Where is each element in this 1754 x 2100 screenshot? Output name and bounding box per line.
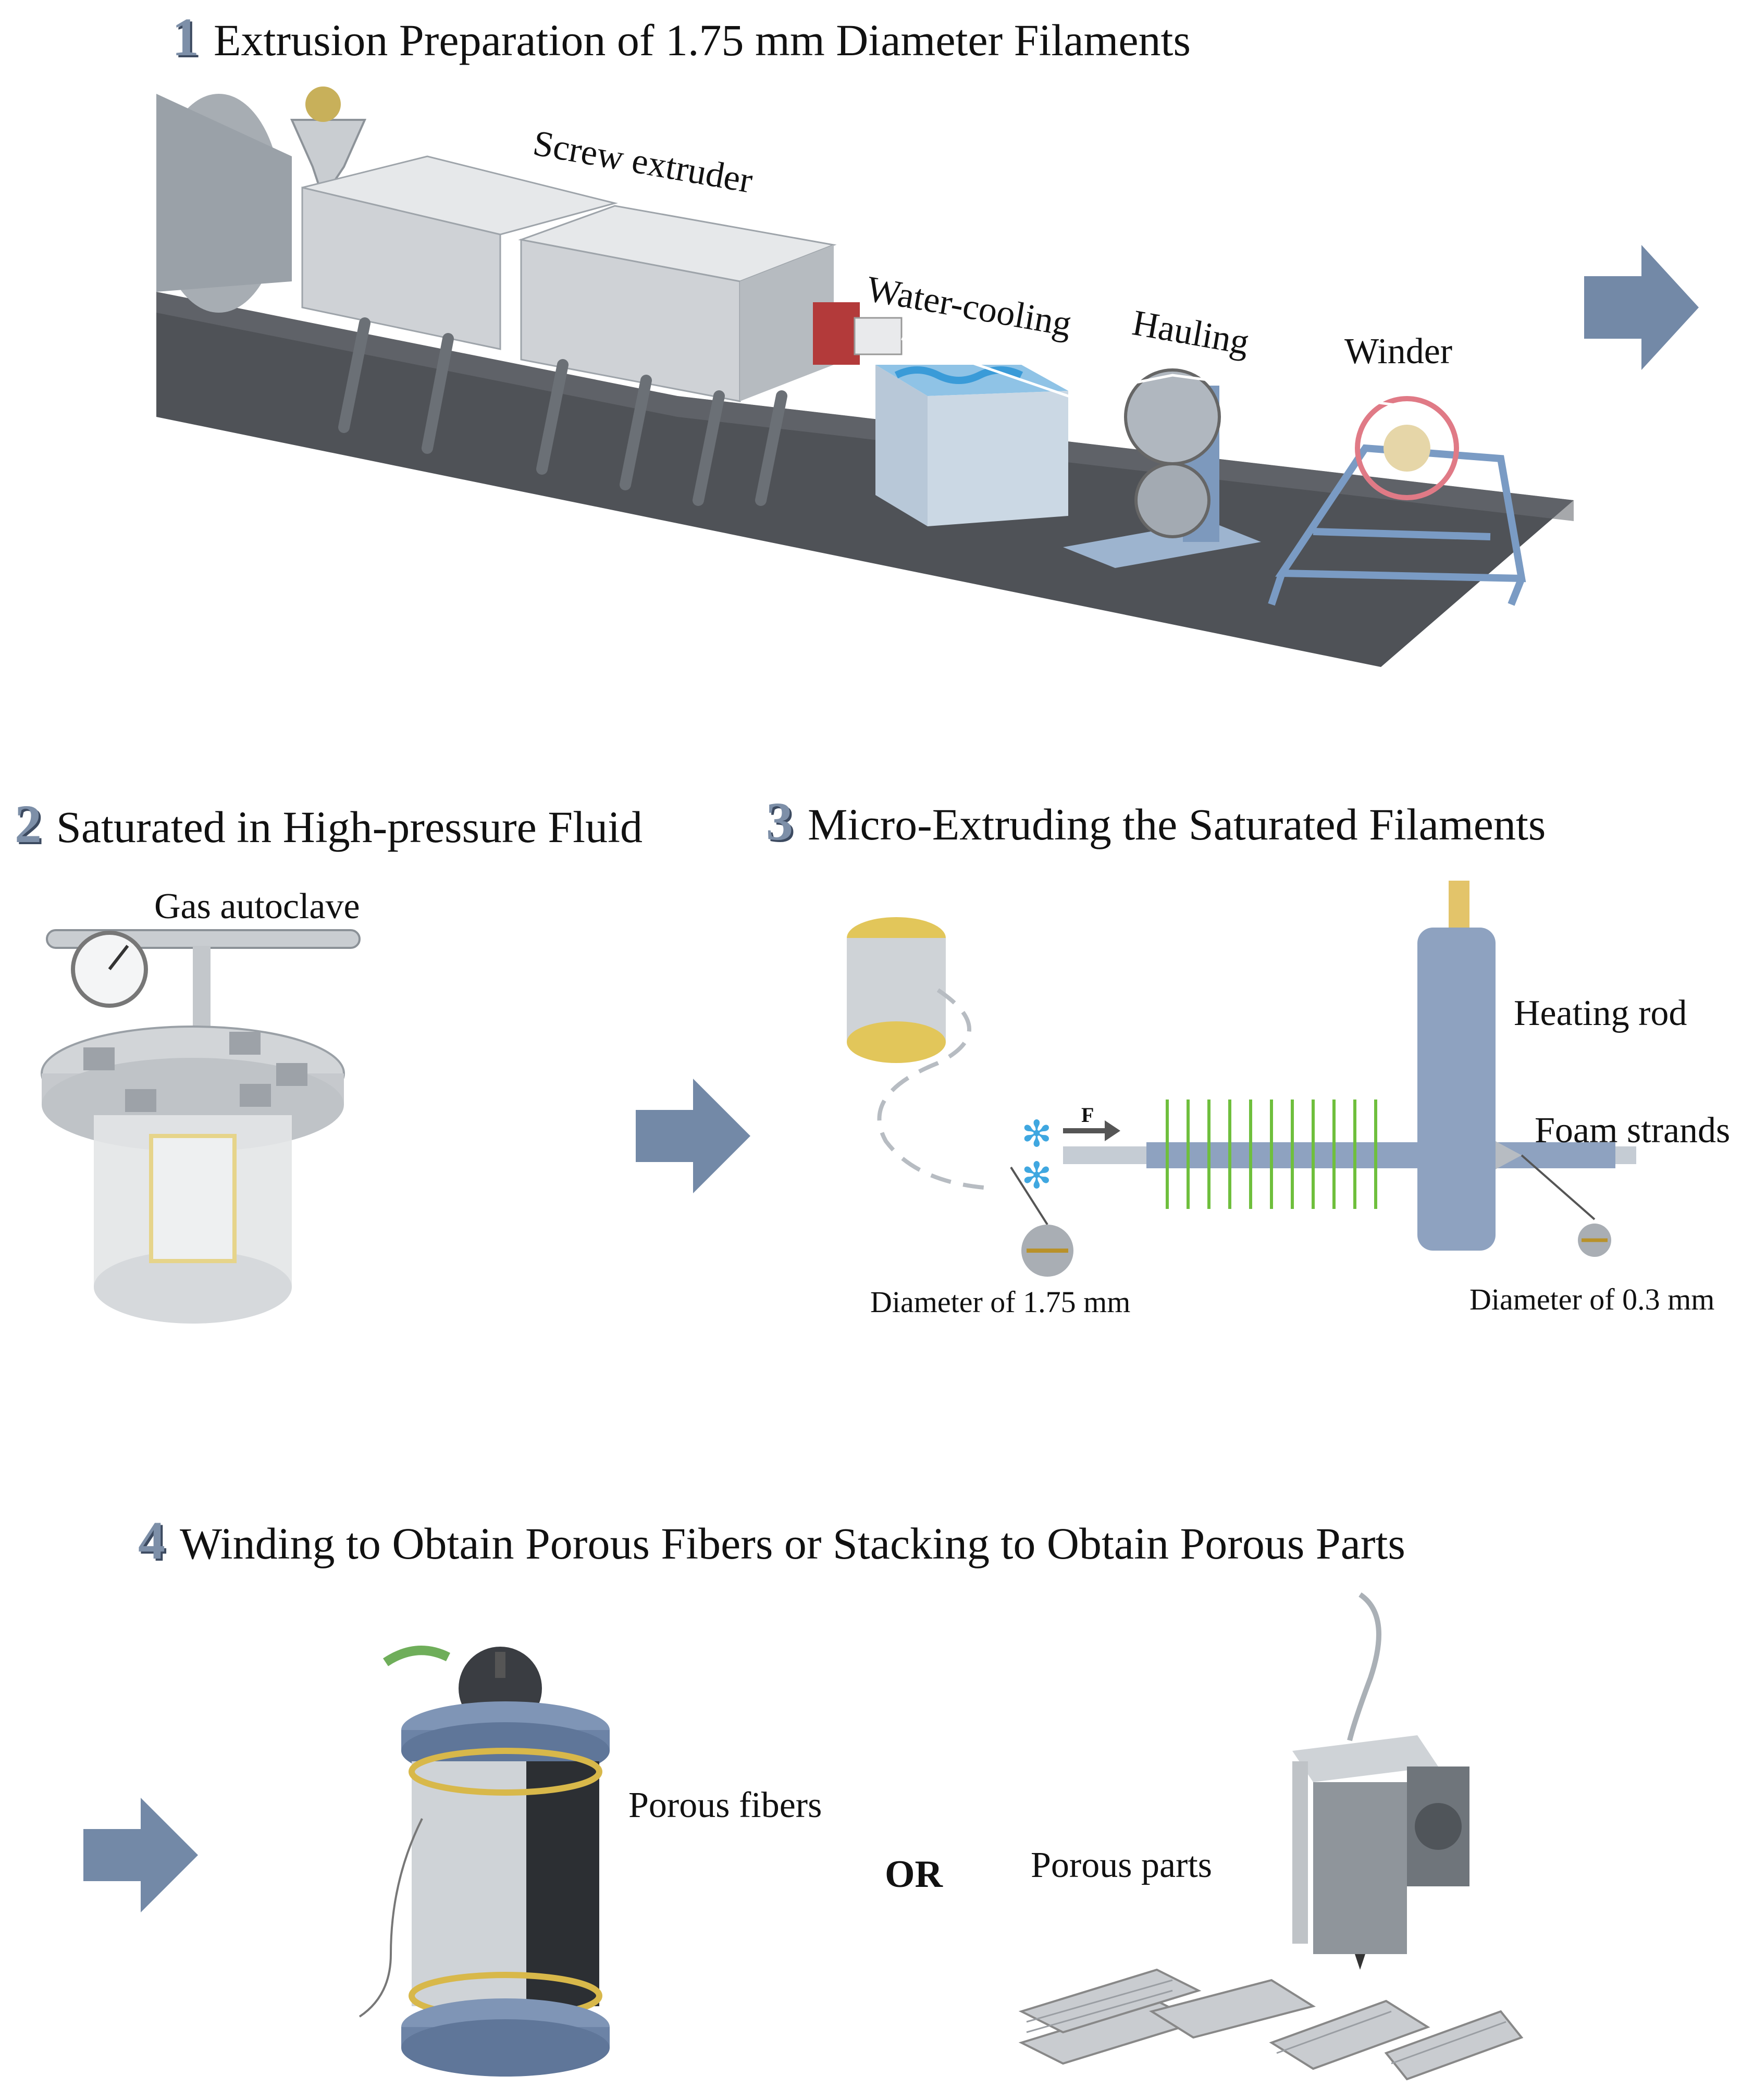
step-2-text: Saturated in High-pressure Fluid — [56, 802, 643, 852]
porous-part-stack — [1018, 1968, 1524, 2081]
step-4-number: 4 — [138, 1511, 165, 1571]
step-3-title: 3 Micro-Extruding the Saturated Filaments — [766, 795, 1546, 849]
print-head — [1292, 1735, 1438, 1782]
extrusion-line-illustration — [156, 87, 1699, 667]
label-diameter-in: Diameter of 1.75 mm — [870, 1285, 1131, 1319]
rotation-arrow-icon — [383, 1646, 451, 1666]
porous-fiber-spool-illustration — [359, 1646, 610, 2077]
filament-line — [901, 337, 1407, 408]
label-foam-strands: Foam strands — [1535, 1110, 1731, 1151]
step-1-title: 1 Extrusion Preparation of 1.75 mm Diamet… — [172, 10, 1191, 65]
snowflake-icon: ✻ — [1021, 1115, 1052, 1155]
fdm-printer-illustration — [1018, 1592, 1524, 2081]
label-winder: Winder — [1344, 331, 1453, 372]
hauling-wheel-top — [1124, 368, 1221, 465]
label-force: F — [1081, 1103, 1094, 1127]
nozzle — [1496, 1141, 1522, 1169]
extruder-legs — [338, 317, 787, 506]
filament-feed-tube — [1347, 1592, 1381, 1741]
step-4-title: 4 Winding to Obtain Porous Fibers or Stac… — [138, 1514, 1405, 1568]
step-4-text: Winding to Obtain Porous Fibers or Stack… — [180, 1518, 1405, 1568]
filament-path — [877, 988, 991, 1190]
extruder-die — [813, 302, 860, 365]
flow-arrow-1 — [1584, 245, 1699, 370]
gas-autoclave-illustration — [41, 929, 361, 1324]
step-1-number: 1 — [172, 7, 199, 67]
heater-block — [1417, 928, 1496, 1251]
fiber-strand — [359, 1818, 423, 2018]
step-3-number: 3 — [766, 792, 793, 851]
step-3-text: Micro-Extruding the Saturated Filaments — [808, 799, 1546, 849]
label-gas-autoclave: Gas autoclave — [154, 886, 360, 927]
flow-arrow-2 — [636, 1079, 750, 1193]
cooling-fins — [1166, 1100, 1377, 1209]
hauling-wheel-bottom — [1134, 462, 1210, 538]
step-2-title: 2 Saturated in High-pressure Fluid — [15, 797, 643, 851]
winder-spool — [1355, 396, 1459, 500]
micro-extrusion-illustration: ✻ ✻ — [847, 881, 1636, 1277]
heating-rod — [1449, 881, 1469, 928]
flow-arrow-3 — [83, 1798, 198, 1912]
label-heating-rod: Heating rod — [1514, 993, 1687, 1033]
label-porous-parts: Porous parts — [1031, 1845, 1213, 1885]
label-or: OR — [885, 1853, 943, 1896]
platform — [156, 292, 1574, 667]
label-diameter-out: Diameter of 0.3 mm — [1469, 1282, 1715, 1316]
winder-frame — [1268, 444, 1526, 606]
step-1-text: Extrusion Preparation of 1.75 mm Diamete… — [214, 15, 1191, 65]
step-2-number: 2 — [15, 794, 42, 854]
label-porous-fibers: Porous fibers — [628, 1785, 822, 1825]
